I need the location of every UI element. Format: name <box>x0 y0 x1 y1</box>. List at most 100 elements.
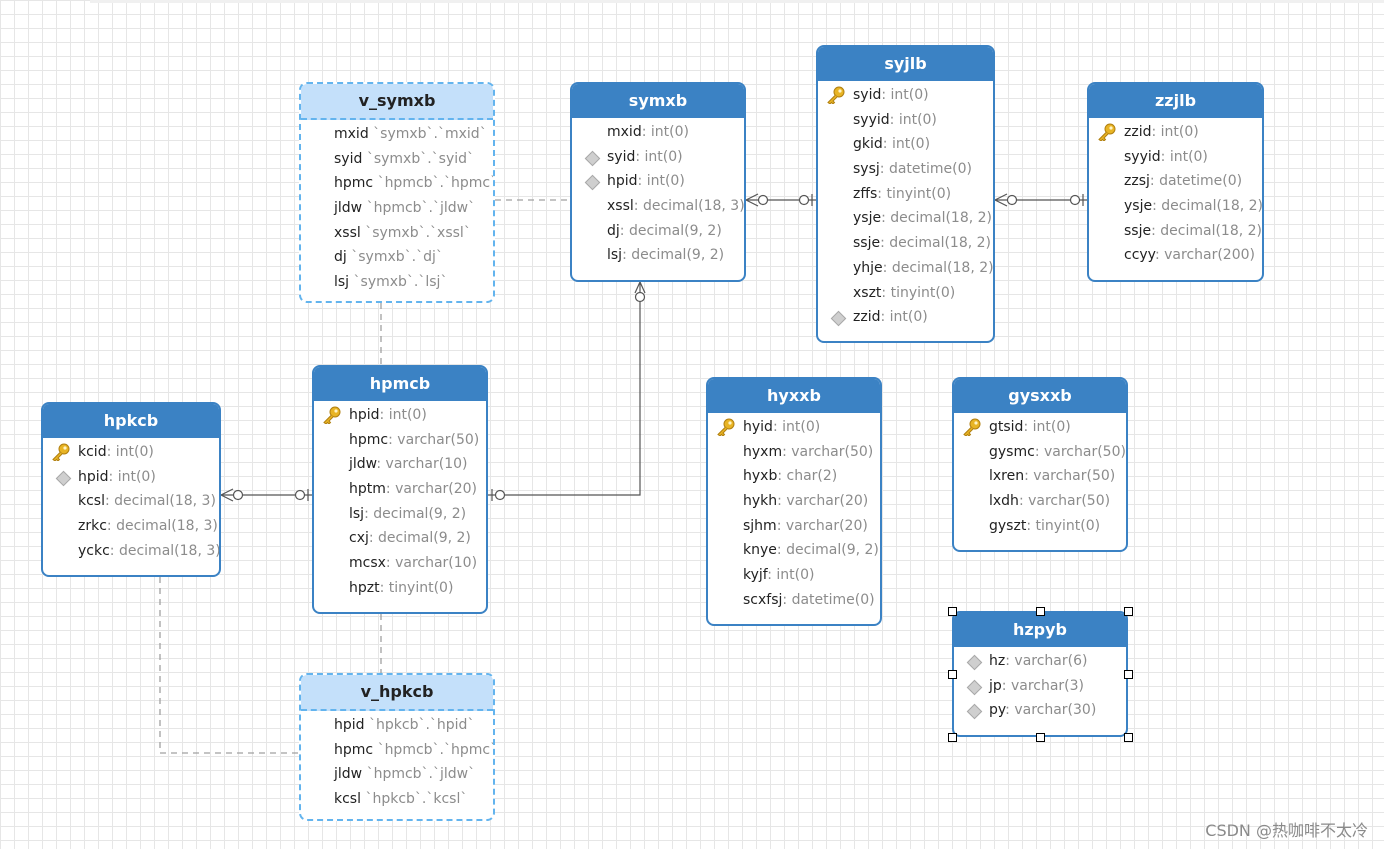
field-row[interactable]: ysje: decimal(18, 2) <box>818 206 993 231</box>
field-name: dj <box>607 222 620 239</box>
field-row[interactable]: lsj: decimal(9, 2) <box>314 502 486 527</box>
field-row[interactable]: jldw `hpmcb`.`jldw` <box>301 196 493 221</box>
field-type: varchar(50) <box>1033 468 1116 485</box>
field-row[interactable]: syid: int(0) <box>818 83 993 108</box>
field-row[interactable]: xszt: tinyint(0) <box>818 281 993 306</box>
watermark: CSDN @热咖啡不太冷 <box>1205 821 1368 840</box>
field-row[interactable]: xssl `symxb`.`xssl` <box>301 221 493 246</box>
field-row[interactable]: jldw: varchar(10) <box>314 452 486 477</box>
primary-key-icon <box>51 443 71 462</box>
field-row[interactable]: py: varchar(30) <box>954 698 1126 723</box>
resize-handle[interactable] <box>1124 670 1133 679</box>
field-type: int(0) <box>782 419 821 435</box>
field-row[interactable]: hpmc `hpmcb`.`hpmc` <box>301 738 493 763</box>
field-row[interactable]: syid `symxb`.`syid` <box>301 147 493 172</box>
field-row[interactable]: hyxb: char(2) <box>708 464 880 489</box>
field-row[interactable]: dj `symxb`.`dj` <box>301 245 493 270</box>
field-row[interactable]: hptm: varchar(20) <box>314 477 486 502</box>
field-name: mcsx <box>349 555 386 572</box>
field-row[interactable]: ccyy: varchar(200) <box>1089 243 1262 268</box>
field-row[interactable]: hz: varchar(6) <box>954 649 1126 674</box>
entity-title[interactable]: hpkcb <box>43 404 219 438</box>
entity-title[interactable]: hyxxb <box>708 379 880 413</box>
field-row[interactable]: gyszt: tinyint(0) <box>954 514 1126 539</box>
field-row[interactable]: hpid: int(0) <box>572 169 744 194</box>
field-row[interactable]: syid: int(0) <box>572 145 744 170</box>
field-row[interactable]: hpid: int(0) <box>314 403 486 428</box>
field-row[interactable]: hpid `hpkcb`.`hpid` <box>301 713 493 738</box>
field-row[interactable]: ysje: decimal(18, 2) <box>1089 194 1262 219</box>
entity-title[interactable]: hzpyb <box>954 613 1126 647</box>
resize-handle[interactable] <box>948 670 957 679</box>
resize-handle[interactable] <box>1036 733 1045 742</box>
field-row[interactable]: gkid: int(0) <box>818 132 993 157</box>
field-row[interactable]: dj: decimal(9, 2) <box>572 219 744 244</box>
field-row[interactable]: hyxm: varchar(50) <box>708 440 880 465</box>
entity-title[interactable]: syjlb <box>818 47 993 81</box>
field-row[interactable]: gysmc: varchar(50) <box>954 440 1126 465</box>
field-row[interactable]: hpmc `hpmcb`.`hpmc` <box>301 171 493 196</box>
field-type: varchar(20) <box>395 481 478 498</box>
field-row[interactable]: lxren: varchar(50) <box>954 464 1126 489</box>
field-type: varchar(20) <box>785 517 868 534</box>
entity-title[interactable]: v_hpkcb <box>301 675 493 711</box>
field-row[interactable]: ssje: decimal(18, 2) <box>1089 219 1262 244</box>
field-row[interactable]: zrkc: decimal(18, 3) <box>43 514 219 539</box>
field-row[interactable]: zzsj: datetime(0) <box>1089 169 1262 194</box>
field-row[interactable]: hpid: int(0) <box>43 465 219 490</box>
field-row[interactable]: mcsx: varchar(10) <box>314 551 486 576</box>
field-row[interactable]: sysj: datetime(0) <box>818 157 993 182</box>
entity-title[interactable]: gysxxb <box>954 379 1126 413</box>
field-row[interactable]: scxfsj: datetime(0) <box>708 588 880 613</box>
field-row[interactable]: knye: decimal(9, 2) <box>708 538 880 563</box>
resize-handle[interactable] <box>1124 733 1133 742</box>
field-row[interactable]: ssje: decimal(18, 2) <box>818 231 993 256</box>
field-row[interactable]: kcsl `hpkcb`.`kcsl` <box>301 787 493 812</box>
field-row[interactable]: gtsid: int(0) <box>954 415 1126 440</box>
field-row[interactable]: lxdh: varchar(50) <box>954 489 1126 514</box>
entity-title[interactable]: hpmcb <box>314 367 486 401</box>
resize-handle[interactable] <box>948 607 957 616</box>
field-row[interactable]: hpzt: tinyint(0) <box>314 576 486 601</box>
field-row[interactable]: yckc: decimal(18, 3) <box>43 539 219 564</box>
field-row[interactable]: lsj `symxb`.`lsj` <box>301 270 493 295</box>
field-row[interactable]: hyid: int(0) <box>708 415 880 440</box>
field-row[interactable]: zffs: tinyint(0) <box>818 182 993 207</box>
field-row[interactable]: mxid: int(0) <box>572 120 744 145</box>
field-row[interactable]: hykh: varchar(20) <box>708 489 880 514</box>
field-row[interactable]: lsj: decimal(9, 2) <box>572 243 744 268</box>
field-row[interactable]: kcsl: decimal(18, 3) <box>43 489 219 514</box>
entity-title[interactable]: symxb <box>572 84 744 118</box>
resize-handle[interactable] <box>1036 607 1045 616</box>
field-row[interactable]: yhje: decimal(18, 2) <box>818 256 993 281</box>
field-row[interactable]: jp: varchar(3) <box>954 674 1126 699</box>
resize-handle[interactable] <box>948 733 957 742</box>
field-row[interactable]: jldw `hpmcb`.`jldw` <box>301 762 493 787</box>
field-row[interactable]: sjhm: varchar(20) <box>708 514 880 539</box>
field-name: yhje <box>853 259 883 276</box>
field-row[interactable]: cxj: decimal(9, 2) <box>314 526 486 551</box>
field-row[interactable]: syyid: int(0) <box>818 108 993 133</box>
field-row[interactable]: syyid: int(0) <box>1089 145 1262 170</box>
entity-title[interactable]: v_symxb <box>301 84 493 120</box>
field-row[interactable]: zzid: int(0) <box>818 305 993 330</box>
resize-handle[interactable] <box>1124 607 1133 616</box>
field-row[interactable]: zzid: int(0) <box>1089 120 1262 145</box>
field-row[interactable]: mxid `symxb`.`mxid` <box>301 122 493 147</box>
entity-title[interactable]: zzjlb <box>1089 84 1262 118</box>
field-row[interactable]: xssl: decimal(18, 3) <box>572 194 744 219</box>
field-name: lsj <box>607 247 623 264</box>
field-row[interactable]: hpmc: varchar(50) <box>314 428 486 453</box>
field-row[interactable]: kyjf: int(0) <box>708 563 880 588</box>
field-row[interactable]: kcid: int(0) <box>43 440 219 465</box>
